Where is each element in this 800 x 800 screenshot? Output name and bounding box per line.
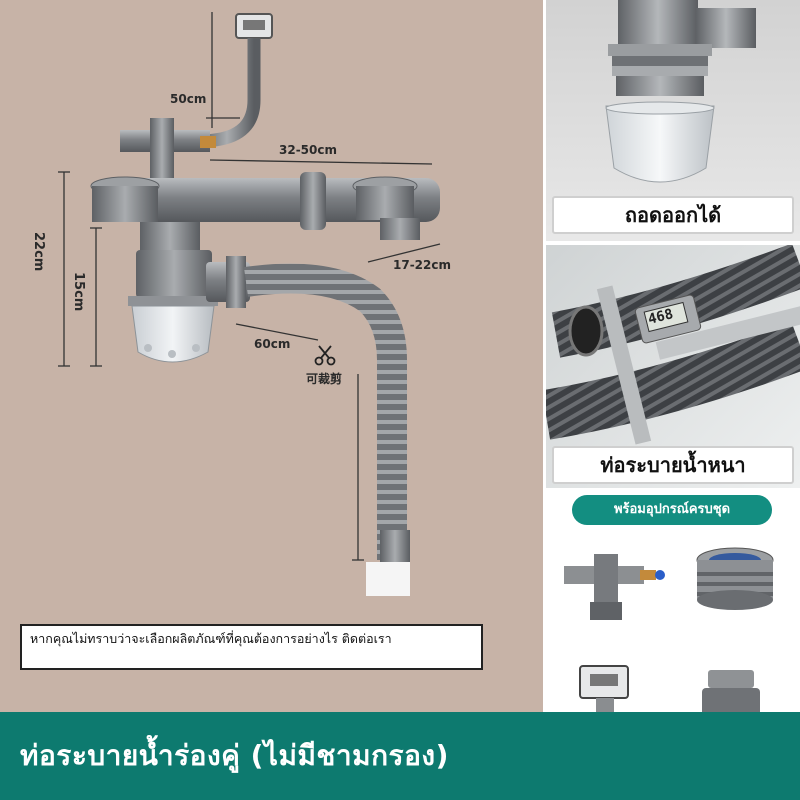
footer-bar: ท่อระบายน้ำร่องคู่ (ไม่มีชามกรอง) (0, 712, 800, 800)
twin-basin-body (90, 172, 440, 252)
thick-pipe-panel: 468 ท่อระบายน้ำหนา (546, 245, 800, 488)
thick-pipe-illustration (546, 245, 800, 445)
reducer-coupling-part (702, 670, 760, 712)
removable-cup-panel: ถอดออกได้ (546, 0, 800, 241)
trap-with-cup (128, 250, 218, 363)
kit-label: พร้อมอุปกรณ์ครบชุด (572, 495, 772, 525)
dim-label-60cm: 60cm (254, 337, 291, 351)
overflow-plate (235, 13, 273, 39)
kit-panel: พร้อมอุปกรณ์ครบชุด (546, 492, 800, 712)
drain-assembly-illustration (58, 12, 441, 596)
contact-info-box: หากคุณไม่ทราบว่าจะเลือกผลิตภัณฑ์ที่คุณต้… (20, 624, 483, 670)
overflow-plate-part (579, 665, 629, 712)
thick-pipe-caption: ท่อระบายน้ำหนา (552, 446, 794, 484)
tee-connector (120, 118, 216, 178)
cuttable-label: 可裁剪 (306, 372, 343, 386)
product-title: ท่อระบายน้ำร่องคู่ (ไม่มีชามกรอง) (20, 739, 449, 772)
removable-caption: ถอดออกได้ (552, 196, 794, 234)
dimension-lines (58, 12, 441, 561)
threaded-nut-part (696, 547, 774, 610)
scissors-icon (314, 345, 336, 366)
removable-cup-illustration (605, 0, 756, 183)
corrugated-hose (243, 263, 407, 560)
dim-label-32-50cm: 32-50cm (279, 143, 337, 157)
dim-label-50cm: 50cm (170, 92, 207, 106)
dim-label-17-22cm: 17-22cm (393, 258, 451, 272)
main-product-panel: 50cm 32-50cm 22cm 15cm 17-22cm 60cm 可裁剪 … (0, 0, 543, 712)
dim-label-15cm: 15cm (71, 272, 86, 312)
dim-label-22cm: 22cm (31, 232, 46, 272)
tee-connector-part (564, 554, 665, 620)
